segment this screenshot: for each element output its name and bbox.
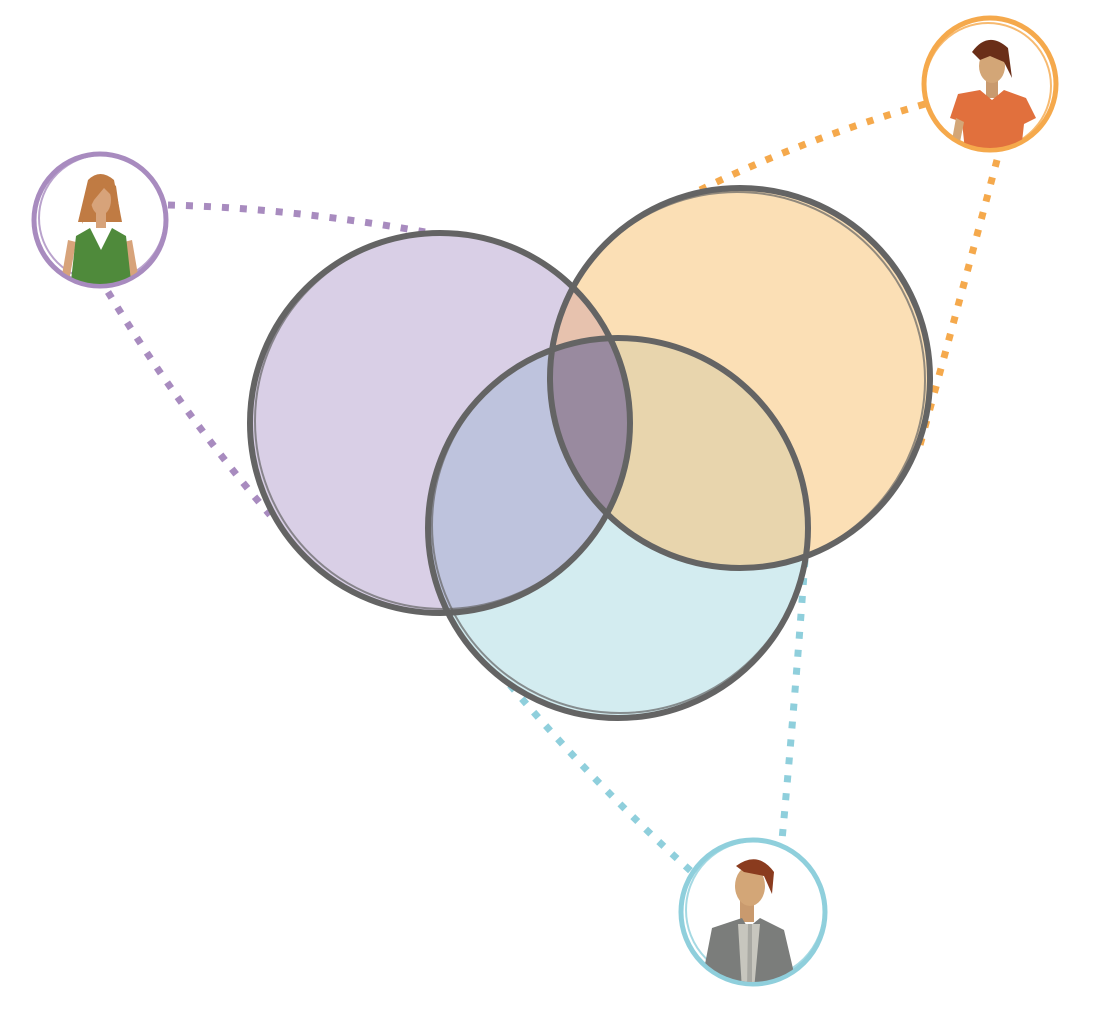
man-orange-figure-icon: [950, 39, 1036, 148]
connector-orange-to-circle: [688, 100, 926, 199]
person-avatar-man-orange: [921, 15, 1059, 153]
outline-orange-sketch: [548, 191, 926, 569]
avatar-ring-orange-sketch: [924, 22, 1052, 150]
venn-fills: [250, 188, 930, 718]
woman-figure-icon: [62, 174, 138, 284]
person-avatar-woman: [31, 151, 169, 289]
venn-outlines: [247, 185, 933, 721]
person-avatar-man-grey: [678, 837, 828, 987]
connector-purple-to-circle-lower: [105, 290, 273, 518]
outline-teal-sketch: [431, 336, 809, 714]
connector-purple-to-circle: [167, 201, 426, 236]
connector-orange-to-circle-right: [916, 159, 1001, 446]
man-grey-figure-icon: [700, 859, 798, 982]
